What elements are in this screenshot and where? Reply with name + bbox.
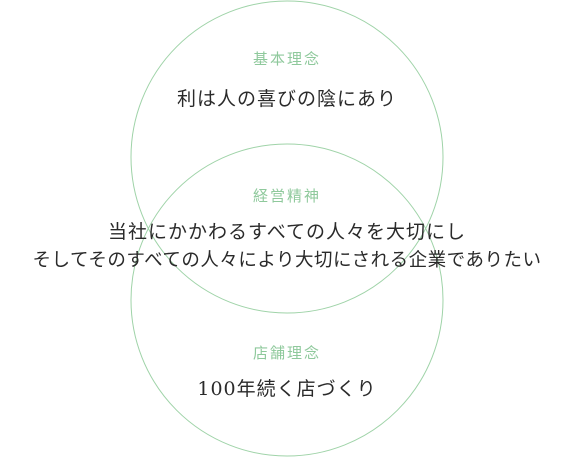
bottom-circle: [130, 143, 444, 457]
store-philosophy-label: 店舗理念: [252, 344, 321, 362]
store-philosophy-text: 100年続く店づくり: [197, 378, 377, 400]
management-spirit-label: 経営精神: [252, 187, 321, 205]
top-circle: [130, 0, 444, 314]
basic-philosophy-label: 基本理念: [252, 50, 321, 68]
management-spirit-line-2: そしてそのすべての人々により大切にされる企業でありたい: [32, 250, 542, 271]
management-spirit-line-1: 当社にかかわるすべての人々を大切にし: [108, 221, 466, 243]
basic-philosophy-text: 利は人の喜びの陰にあり: [176, 88, 397, 110]
